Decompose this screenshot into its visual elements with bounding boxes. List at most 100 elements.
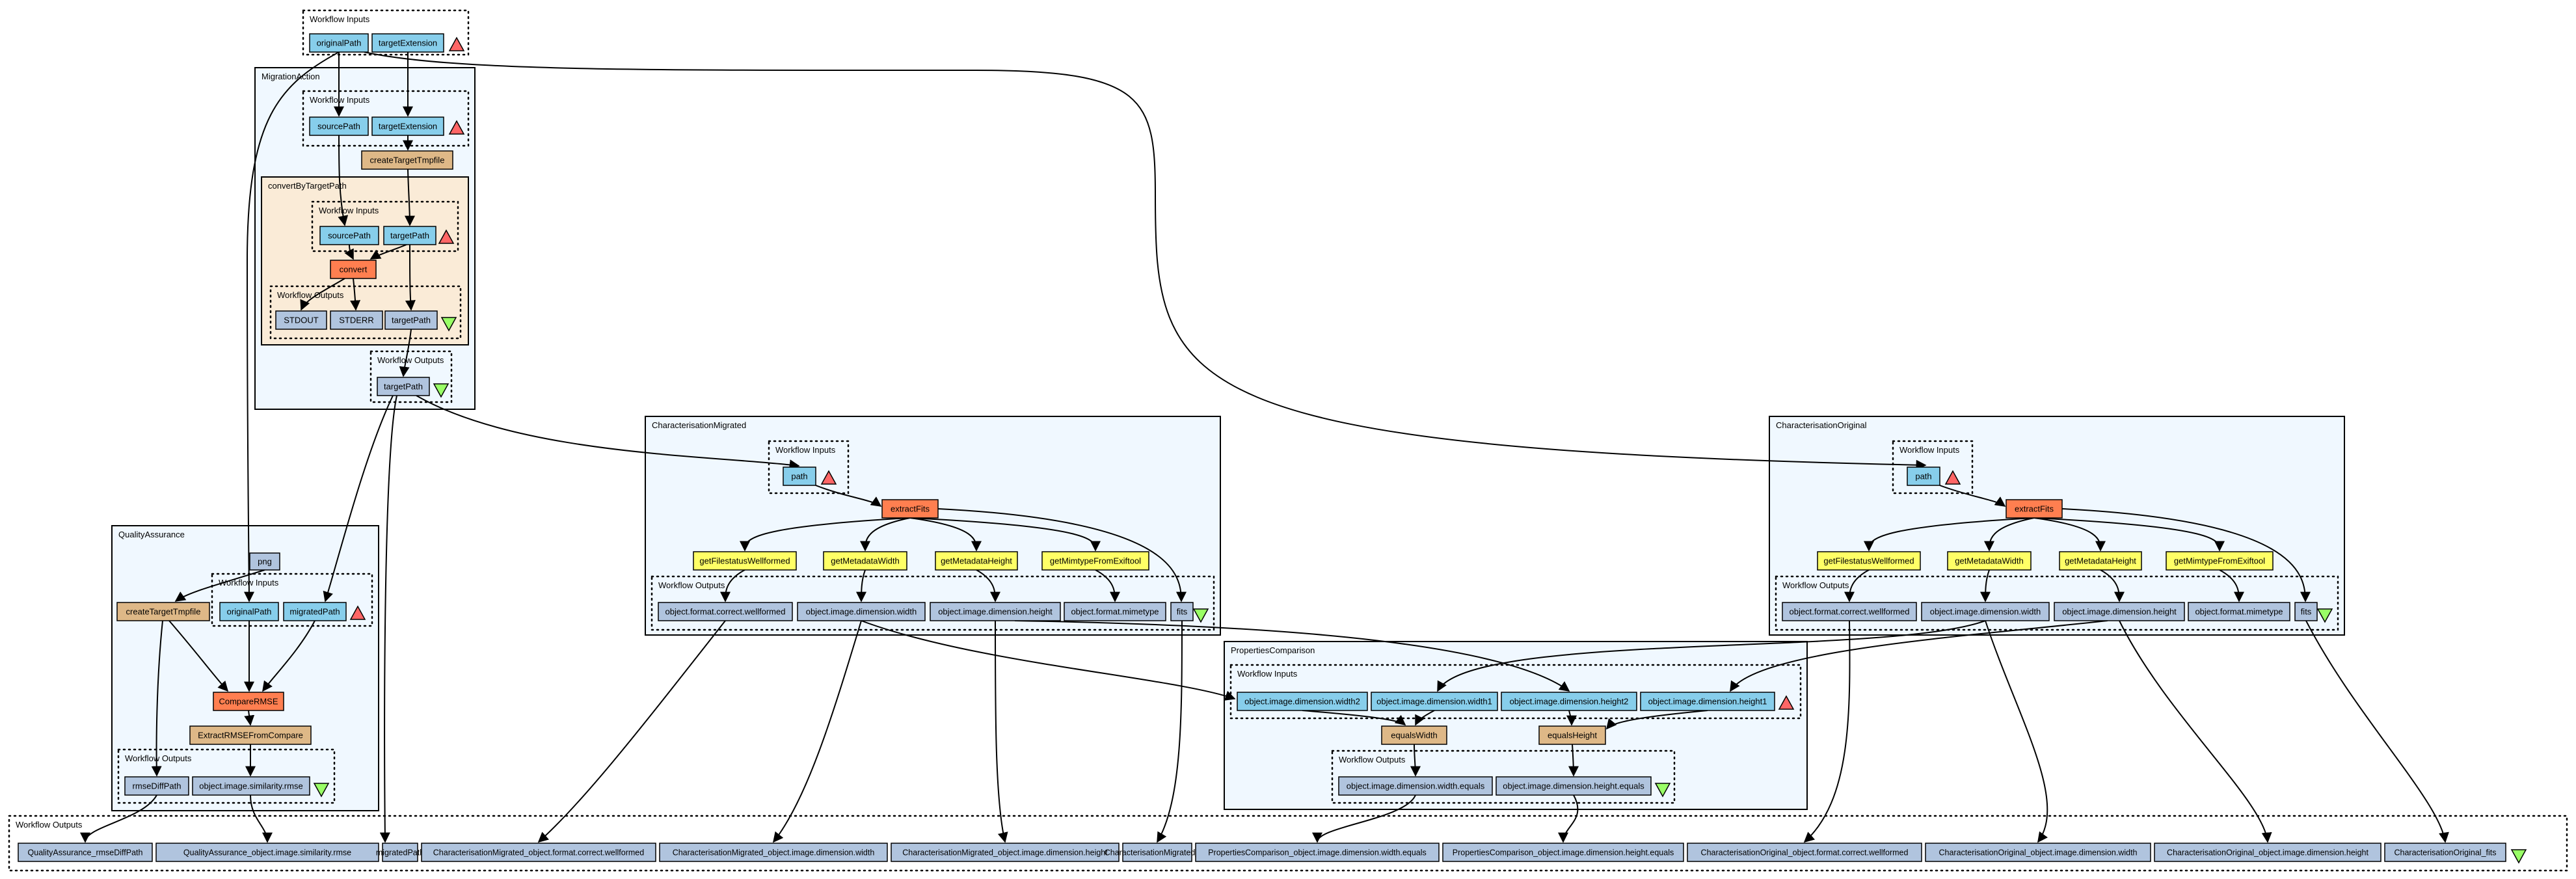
qa-processor-comparermse[interactable]: CompareRMSE [213,692,284,711]
qa-input-migratedpath[interactable]: migratedPath [283,602,347,621]
pc-output-height-equals-box[interactable] [1496,776,1652,796]
cm-processor-1-box[interactable] [823,551,907,571]
workflow-output-1-box[interactable] [155,843,379,862]
workflow-output-8[interactable]: PropertiesComparison_object.image.dimens… [1442,843,1684,862]
co-input-path[interactable]: path [1907,467,1940,486]
migration-output-targetpath-box[interactable] [377,377,430,396]
cm-output-4-box[interactable] [1170,602,1194,621]
input-targetextension[interactable]: targetExtension [371,33,444,53]
co-output-2[interactable]: object.image.dimension.height [2054,602,2185,621]
workflow-output-9[interactable]: CharacterisationOriginal_object.format.c… [1687,843,1922,862]
qa-output-rmsediffpath-box[interactable] [124,776,189,796]
pc-input-1[interactable]: object.image.dimension.width1 [1371,692,1498,711]
convert-output-stdout[interactable]: STDOUT [275,310,327,330]
convert-output-targetpath[interactable]: targetPath [384,310,438,330]
cm-processor-1[interactable]: getMetadataWidth [823,551,907,571]
pc-input-1-box[interactable] [1371,692,1498,711]
pc-input-2-box[interactable] [1501,692,1637,711]
cm-processor-3[interactable]: getMimtypeFromExiftool [1041,551,1149,571]
cm-processor-extractfits-box[interactable] [881,499,939,519]
convert-output-stderr[interactable]: STDERR [330,310,383,330]
pc-input-2[interactable]: object.image.dimension.height2 [1501,692,1637,711]
cm-processor-3-box[interactable] [1041,551,1149,571]
co-output-1-box[interactable] [1921,602,2050,621]
workflow-output-0-box[interactable] [18,843,153,862]
co-processor-0-box[interactable] [1817,551,1921,571]
qa-processor-create-target-tmpfile-box[interactable] [116,602,210,621]
pc-input-3-box[interactable] [1640,692,1775,711]
migration-output-targetpath[interactable]: targetPath [377,377,430,396]
pc-output-height-equals[interactable]: object.image.dimension.height.equals [1496,776,1652,796]
workflow-output-7-box[interactable] [1195,843,1440,862]
processor-create-target-tmpfile-box[interactable] [361,150,453,170]
cm-output-2[interactable]: object.image.dimension.height [930,602,1061,621]
cm-output-2-box[interactable] [930,602,1061,621]
pc-input-0[interactable]: object.image.dimension.width2 [1237,692,1368,711]
cm-output-1-box[interactable] [797,602,926,621]
input-originalpath[interactable]: originalPath [309,33,369,53]
cm-output-0-box[interactable] [658,602,793,621]
workflow-output-5-box[interactable] [891,843,1120,862]
cm-output-0[interactable]: object.format.correct.wellformed [658,602,793,621]
cm-output-1[interactable]: object.image.dimension.width [797,602,926,621]
workflow-output-4-box[interactable] [659,843,888,862]
co-processor-2-box[interactable] [2059,551,2142,571]
workflow-output-11-box[interactable] [2154,843,2381,862]
convert-output-targetpath-box[interactable] [384,310,438,330]
qa-processor-create-target-tmpfile[interactable]: createTargetTmpfile [116,602,210,621]
workflow-output-7[interactable]: PropertiesComparison_object.image.dimens… [1195,843,1440,862]
cm-output-4[interactable]: fits [1170,602,1194,621]
co-processor-2[interactable]: getMetadataHeight [2059,551,2142,571]
processor-convert[interactable]: convert [330,260,377,279]
qa-output-similarity-rmse[interactable]: object.image.similarity.rmse [192,776,310,796]
workflow-output-9-box[interactable] [1687,843,1922,862]
pc-processor-equalswidth[interactable]: equalsWidth [1381,725,1447,745]
workflow-output-12[interactable]: CharacterisationOriginal_fits [2384,843,2506,862]
co-processor-1-box[interactable] [1947,551,2032,571]
workflow-output-5[interactable]: CharacterisationMigrated_object.image.di… [891,843,1120,862]
pc-processor-equalsheight[interactable]: equalsHeight [1538,725,1606,745]
co-output-0[interactable]: object.format.correct.wellformed [1782,602,1917,621]
qa-png[interactable]: png [249,552,280,571]
workflow-output-2[interactable]: migratedPath [376,843,424,862]
workflow-output-4[interactable]: CharacterisationMigrated_object.image.di… [659,843,888,862]
migration-input-targetextension[interactable]: targetExtension [371,116,444,136]
cm-processor-0[interactable]: getFilestatusWellformed [693,551,797,571]
co-output-2-box[interactable] [2054,602,2185,621]
qa-input-originalpath[interactable]: originalPath [219,602,279,621]
cm-input-path-box[interactable] [783,467,816,486]
workflow-output-10[interactable]: CharacterisationOriginal_object.image.di… [1925,843,2151,862]
pc-output-width-equals-box[interactable] [1338,776,1493,796]
co-output-4-box[interactable] [2294,602,2318,621]
convert-input-targetpath[interactable]: targetPath [383,226,436,245]
cm-processor-0-box[interactable] [693,551,797,571]
cm-output-3-box[interactable] [1064,602,1166,621]
workflow-output-3-box[interactable] [421,843,656,862]
qa-processor-extractrmse-box[interactable] [189,725,312,745]
workflow-output-1[interactable]: QualityAssurance_object.image.similarity… [155,843,379,862]
processor-create-target-tmpfile[interactable]: createTargetTmpfile [361,150,453,170]
convert-input-sourcepath[interactable]: sourcePath [319,226,379,245]
pc-input-0-box[interactable] [1237,692,1368,711]
convert-input-targetpath-box[interactable] [383,226,436,245]
co-processor-0[interactable]: getFilestatusWellformed [1817,551,1921,571]
cm-processor-extractfits[interactable]: extractFits [881,499,939,519]
co-output-0-box[interactable] [1782,602,1917,621]
workflow-output-12-box[interactable] [2384,843,2506,862]
migration-input-sourcepath[interactable]: sourcePath [309,116,369,136]
co-processor-3-box[interactable] [2166,551,2274,571]
qa-input-migratedpath-box[interactable] [283,602,347,621]
workflow-output-6-box[interactable] [1122,843,1192,862]
pc-input-3[interactable]: object.image.dimension.height1 [1640,692,1775,711]
cm-output-3[interactable]: object.format.mimetype [1064,602,1166,621]
qa-input-originalpath-box[interactable] [219,602,279,621]
convert-input-sourcepath-box[interactable] [319,226,379,245]
convert-output-stderr-box[interactable] [330,310,383,330]
co-processor-1[interactable]: getMetadataWidth [1947,551,2032,571]
processor-convert-box[interactable] [330,260,377,279]
input-targetextension-box[interactable] [371,33,444,53]
input-originalpath-box[interactable] [309,33,369,53]
qa-png-box[interactable] [249,552,280,571]
workflow-output-10-box[interactable] [1925,843,2151,862]
workflow-output-0[interactable]: QualityAssurance_rmseDiffPath [18,843,153,862]
